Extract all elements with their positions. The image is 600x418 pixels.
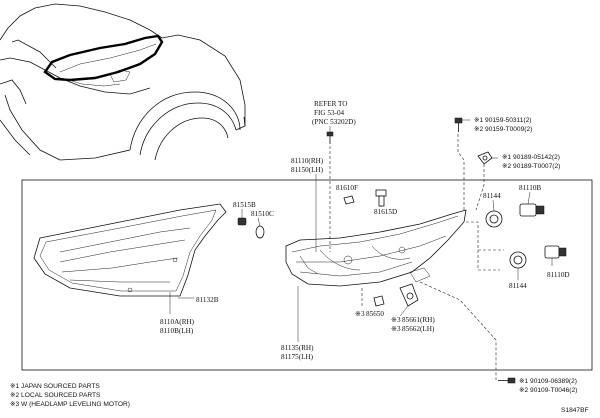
bulb-81110d-icon: [544, 245, 567, 266]
refer-to-line2: FIG 53-04: [314, 109, 345, 117]
bulb-81615d-icon: [375, 189, 387, 207]
label-81515b: 81515B: [233, 201, 256, 209]
socket-81515b-icon: [237, 209, 247, 226]
seal-85650-icon: [373, 295, 385, 307]
gasket-81132b-outline: [33, 203, 227, 297]
label-81144-upper: 81144: [483, 192, 501, 200]
cap-81144-upper-icon: [485, 199, 503, 228]
refer-to-line3: (PNC 53202D): [312, 118, 356, 126]
clip-japan: ※1 90189-05142(2): [502, 154, 560, 161]
label-81132b: 81132B: [196, 296, 219, 304]
refer-bolt-icon: [326, 131, 334, 144]
footnote-japan-parts: ※1 JAPAN SOURCED PARTS: [10, 383, 100, 390]
mark-3-85662: ※3: [391, 325, 401, 333]
top-screw-icon: [454, 117, 463, 132]
screw-bottom-japan: ※1 90109-06389(2): [519, 378, 577, 385]
label-8110b-lh: 8110B(LH): [160, 327, 194, 335]
label-81615d: 81615D: [374, 208, 397, 216]
clip-local: ※2 90189-T0007(2): [502, 163, 560, 170]
screw-bottom-local: ※2 90109-T0046(2): [519, 387, 577, 394]
bottom-screw-icon: [498, 377, 516, 384]
label-85662-lh: 85662(LH): [402, 325, 435, 333]
footnote-leveling-motor: ※3 W (HEADLAMP LEVELING MOTOR): [10, 401, 130, 408]
label-81110-rh: 81110(RH): [291, 157, 324, 165]
label-8110a-rh: 8110A(RH): [160, 318, 195, 326]
screw-top-japan: ※1 90159-50311(2): [474, 117, 531, 124]
headlamp-housing-body: [285, 209, 467, 287]
refer-to-line1: REFER TO: [314, 100, 347, 108]
leveling-motor-icon: [399, 283, 419, 307]
lens-81510c-icon: [255, 217, 265, 239]
vehicle-front-illustration: [0, 3, 246, 161]
label-81135-rh: 81135(RH): [281, 344, 314, 352]
mark-3-85650: ※3: [355, 310, 365, 318]
label-81150-lh: 81150(LH): [291, 166, 324, 174]
mark-3-85661: ※3: [391, 316, 401, 324]
bulb-81110b-icon: [519, 191, 545, 217]
assembly-frame: [21, 179, 593, 371]
footnote-local-parts: ※2 LOCAL SOURCED PARTS: [10, 392, 101, 399]
label-85661-rh: 85661(RH): [402, 316, 435, 324]
label-81175-lh: 81175(LH): [281, 353, 314, 361]
label-81110b: 81110B: [519, 184, 541, 192]
label-81610f: 81610F: [336, 184, 358, 192]
label-81144-lower: 81144: [509, 282, 527, 290]
figure-code: S1847BF: [561, 407, 589, 414]
cap-81144-lower-icon: [509, 251, 527, 280]
label-85650: 85650: [366, 310, 384, 318]
label-81110d: 81110D: [547, 271, 570, 279]
bulb-socket-81610f-icon: [343, 195, 355, 205]
clip-nut-icon: [477, 151, 493, 165]
label-81510c: 81510C: [251, 210, 274, 218]
screw-top-local: ※2 90159-T0009(2): [474, 126, 532, 133]
